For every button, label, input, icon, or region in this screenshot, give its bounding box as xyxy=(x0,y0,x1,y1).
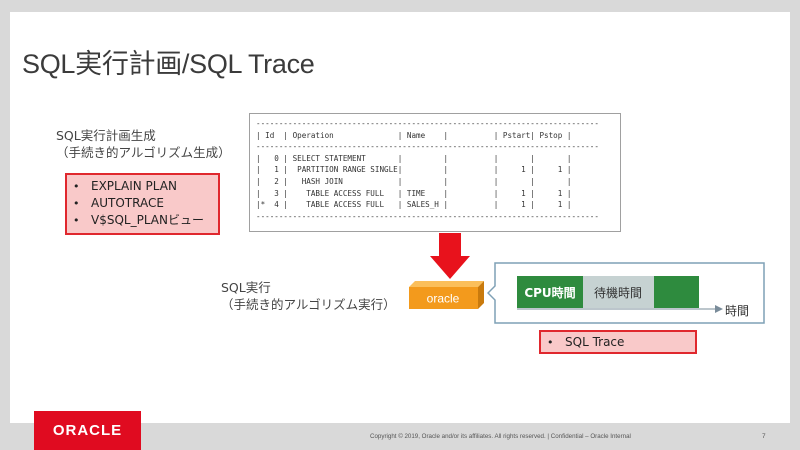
cpu-time-label: CPU時間 xyxy=(524,285,575,300)
plan-line: |* 4 | TABLE ACCESS FULL | SALES_H | | 1… xyxy=(256,200,572,210)
sql-exec-label-line2: （手続き的アルゴリズム実行） xyxy=(221,297,396,312)
sql-exec-label-line1: SQL実行 xyxy=(221,280,271,295)
list-item: V$SQL_PLANビュー xyxy=(67,212,218,229)
oracle-database-icon: oracle xyxy=(409,281,484,309)
plan-line: ----------------------------------------… xyxy=(256,119,599,128)
trace-box: SQL Trace xyxy=(539,330,697,354)
list-item: AUTOTRACE xyxy=(67,195,218,212)
execution-plan-output: ----------------------------------------… xyxy=(249,113,621,232)
time-axis-label: 時間 xyxy=(725,304,749,318)
plan-line: ----------------------------------------… xyxy=(256,211,599,221)
execution-plan-text: ----------------------------------------… xyxy=(250,114,620,222)
oracle-logo: ORACLE xyxy=(34,411,141,450)
trace-list: SQL Trace xyxy=(541,332,695,351)
copyright-text: Copyright © 2019, Oracle and/or its affi… xyxy=(370,433,631,440)
page-number: 7 xyxy=(762,433,766,440)
plan-line: | Id | Operation | Name | | Pstart| Psto… xyxy=(256,130,572,140)
plan-gen-label: SQL実行計画生成 （手続き的アルゴリズム生成） xyxy=(56,127,231,161)
plan-line: | 3 | TABLE ACCESS FULL | TIME | | 1 | 1… xyxy=(256,188,572,198)
timeline-callout: CPU時間 待機時間 時間 xyxy=(487,262,765,324)
plan-gen-label-line1: SQL実行計画生成 xyxy=(56,128,156,143)
page-title: SQL実行計画/SQL Trace xyxy=(22,49,315,79)
oracle-logo-text: ORACLE xyxy=(52,422,123,439)
plan-line: | 2 | HASH JOIN | | | | | xyxy=(256,176,572,186)
plan-tools-list: EXPLAIN PLAN AUTOTRACE V$SQL_PLANビュー xyxy=(67,175,218,229)
db-label: oracle xyxy=(427,292,460,306)
list-item: EXPLAIN PLAN xyxy=(67,178,218,195)
plan-tools-box: EXPLAIN PLAN AUTOTRACE V$SQL_PLANビュー xyxy=(65,173,220,235)
plan-line: | 1 | PARTITION RANGE SINGLE| | | 1 | 1 … xyxy=(256,165,572,175)
list-item: SQL Trace xyxy=(541,334,695,351)
wait-time-segment xyxy=(583,276,654,308)
plan-gen-label-line2: （手続き的アルゴリズム生成） xyxy=(56,145,231,160)
down-arrow-icon xyxy=(430,233,470,279)
cpu-time-segment xyxy=(517,276,583,308)
wait-time-label: 待機時間 xyxy=(594,285,642,300)
sql-exec-label: SQL実行 （手続き的アルゴリズム実行） xyxy=(221,279,396,313)
plan-line: ----------------------------------------… xyxy=(256,142,599,152)
cpu-time-segment-2 xyxy=(654,276,699,308)
time-axis-arrow-icon xyxy=(715,305,723,313)
plan-line: | 0 | SELECT STATEMENT | | | | | xyxy=(256,153,572,163)
